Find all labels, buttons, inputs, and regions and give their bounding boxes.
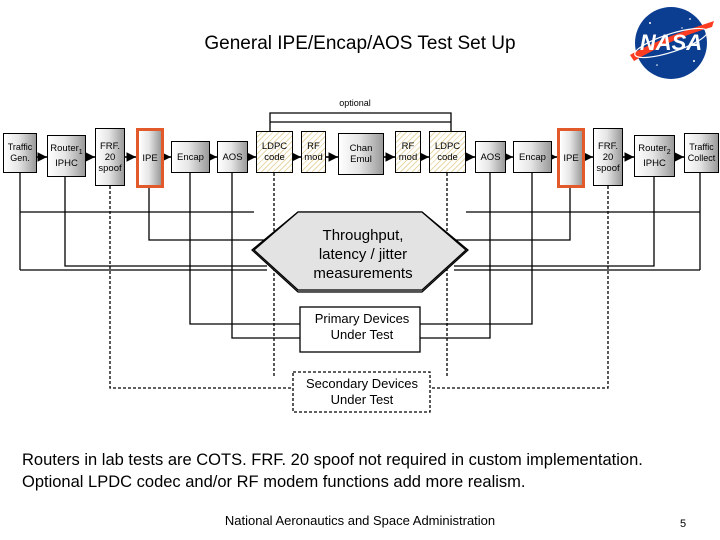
rf-mod-right-block: RF mod: [395, 131, 421, 173]
measurement-lines: [19, 173, 701, 339]
measurement-text: Throughput, latency / jitter measurement…: [313, 227, 413, 282]
page-number: 5: [680, 518, 687, 530]
router2-label: Router: [638, 143, 667, 155]
notes: Routers in lab tests are COTS. FRF. 20 s…: [22, 449, 712, 493]
router2-iphc: IPHC: [643, 157, 666, 169]
secondary-devices-label: Secondary Devices Under Test: [306, 376, 418, 407]
aos-left-block: AOS: [217, 141, 248, 173]
encap-left-block: Encap: [171, 141, 210, 173]
router1-subscript: 1: [78, 148, 83, 156]
footer: National Aeronautics and Space Administr…: [224, 513, 496, 528]
traffic-gen-block: Traffic Gen.: [3, 133, 37, 173]
optional-label: optional: [339, 98, 371, 108]
chan-emul-block: Chan Emul: [338, 133, 384, 175]
aos-right-block: AOS: [475, 141, 506, 173]
optional-bypass: [269, 112, 452, 131]
note-line-2: Optional LPDC codec and/or RF modem func…: [22, 473, 526, 491]
nasa-logo: NASA: [630, 7, 714, 79]
logo-text: NASA: [640, 30, 702, 55]
secondary-dashed-lines: [109, 173, 609, 389]
primary-devices-label: Primary Devices Under Test: [314, 311, 410, 342]
note-line-1: Routers in lab tests are COTS. FRF. 20 s…: [22, 451, 643, 469]
frf20-spoof-right-block: FRF. 20 spoof: [593, 128, 623, 186]
ldpc-code-left-block: LDPC code: [256, 131, 293, 173]
encap-right-block: Encap: [513, 141, 552, 173]
router1-iphc: IPHC: [55, 157, 78, 169]
traffic-collect-block: Traffic Collect: [684, 133, 719, 173]
rf-mod-left-block: RF mod: [301, 131, 326, 173]
router1-label: Router: [50, 143, 79, 155]
frf20-spoof-left-block: FRF. 20 spoof: [95, 128, 125, 186]
secondary-devices-box: [292, 371, 431, 413]
ipe-left-block: IPE: [136, 128, 164, 188]
page-title: General IPE/Encap/AOS Test Set Up: [204, 33, 516, 54]
primary-devices-box: [299, 306, 421, 353]
ipe-right-block: IPE: [557, 128, 585, 188]
router2-subscript: 2: [666, 148, 671, 156]
ldpc-code-right-block: LDPC code: [429, 131, 466, 173]
